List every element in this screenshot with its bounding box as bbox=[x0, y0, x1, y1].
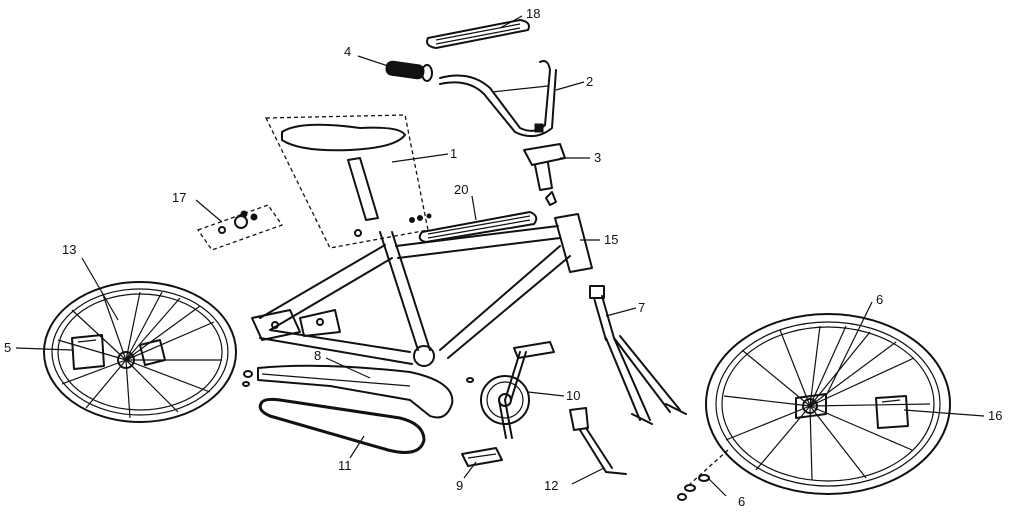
callout-9: 9 bbox=[456, 478, 463, 493]
callout-11: 11 bbox=[338, 458, 352, 473]
callout-18: 18 bbox=[526, 6, 540, 21]
hardware-kit-part bbox=[196, 204, 284, 251]
callout-5: 5 bbox=[4, 340, 11, 355]
callout-16: 16 bbox=[988, 408, 1002, 423]
frame-part bbox=[251, 213, 593, 367]
callout-labels: 18 4 2 3 1 20 17 15 13 7 6 5 8 10 16 11 … bbox=[4, 6, 1002, 509]
callout-15: 15 bbox=[604, 232, 618, 247]
callout-13: 13 bbox=[62, 242, 76, 257]
axle-hardware-part bbox=[677, 449, 729, 501]
callout-2: 2 bbox=[586, 74, 593, 89]
callout-12: 12 bbox=[544, 478, 558, 493]
seat-assembly-part bbox=[264, 114, 429, 249]
callout-20: 20 bbox=[454, 182, 468, 197]
callout-3: 3 bbox=[594, 150, 601, 165]
callout-6-upper: 6 bbox=[876, 292, 883, 307]
chain-guard-part bbox=[242, 364, 474, 419]
top-tube-pad-part bbox=[409, 211, 538, 243]
kickstand-part bbox=[569, 407, 627, 475]
callout-17: 17 bbox=[172, 190, 186, 205]
pedal-part bbox=[461, 447, 503, 467]
fork-part bbox=[589, 285, 687, 425]
callout-7: 7 bbox=[638, 300, 645, 315]
chain-part bbox=[258, 397, 426, 454]
callout-4: 4 bbox=[344, 44, 351, 59]
callout-1: 1 bbox=[450, 146, 457, 161]
front-wheel-part bbox=[705, 313, 951, 495]
leader-lines bbox=[15, 15, 985, 497]
grip-part bbox=[385, 60, 433, 82]
stem-part bbox=[523, 143, 566, 206]
callout-10: 10 bbox=[566, 388, 580, 403]
handlebar-part bbox=[439, 60, 557, 138]
handlebar-pad-part bbox=[426, 19, 530, 49]
callout-6-lower: 6 bbox=[738, 494, 745, 509]
callout-8: 8 bbox=[314, 348, 321, 363]
rear-wheel-part bbox=[43, 281, 237, 423]
crankset-part bbox=[480, 341, 555, 439]
